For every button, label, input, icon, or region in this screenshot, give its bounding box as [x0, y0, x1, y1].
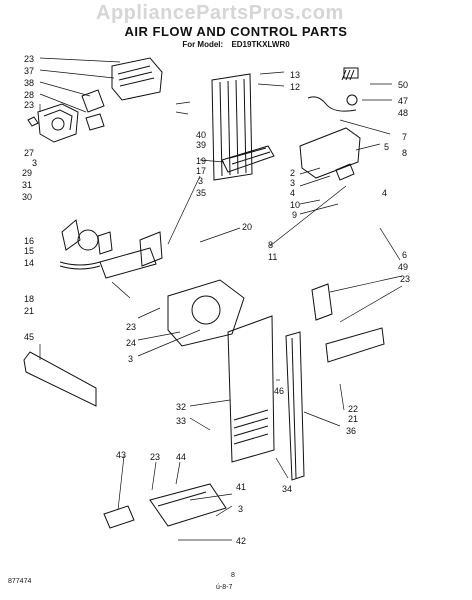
callout: 19 — [196, 156, 206, 166]
bottom-tray — [149, 483, 227, 527]
footer-catalog-number: 877474 — [8, 578, 32, 585]
callout: 34 — [282, 484, 292, 494]
angle-bracket — [325, 327, 385, 363]
model-label: For Model: — [182, 40, 224, 49]
callout: 42 — [236, 536, 246, 546]
fan-shroud — [167, 279, 245, 347]
fan-motor-assembly — [27, 103, 79, 143]
callout: 7 — [402, 132, 407, 142]
callout: 40 — [196, 130, 206, 140]
watermark: AppliancePartsPros.com — [96, 2, 344, 24]
louver — [221, 145, 275, 173]
callout: 23 — [150, 452, 160, 462]
callout: 18 — [24, 294, 34, 304]
callout: 46 — [274, 386, 284, 396]
callout: 23 — [24, 100, 34, 110]
callout: 47 — [398, 96, 408, 106]
callout: 29 — [22, 168, 32, 178]
callout: 28 — [24, 90, 34, 100]
callout: 3 — [32, 158, 37, 168]
evap-fan — [59, 219, 113, 270]
diagram-title: AIR FLOW AND CONTROL PARTS — [124, 24, 348, 39]
callout: 21 — [24, 306, 34, 316]
callout: 31 — [22, 180, 32, 190]
control-bracket — [299, 127, 361, 181]
callout: 32 — [176, 402, 186, 412]
callout: 10 — [290, 200, 300, 210]
callout: 45 — [24, 332, 34, 342]
callout: 36 — [346, 426, 356, 436]
callout: 2 — [290, 168, 295, 178]
leader-lines — [39, 57, 403, 541]
channel-strip — [285, 331, 305, 481]
callout: 22 — [348, 404, 358, 414]
vent-grille — [111, 57, 163, 101]
footer-signature: ú-8-7 — [216, 584, 233, 591]
callout: 13 — [290, 70, 300, 80]
callout: 39 — [196, 140, 206, 150]
callout: 5 — [384, 142, 389, 152]
callout: 3 — [198, 176, 203, 186]
model-number: ED19TKXLWR0 — [231, 40, 290, 49]
callout: 49 — [398, 262, 408, 272]
callout: 8 — [402, 148, 407, 158]
callout: 11 — [268, 252, 277, 262]
callout: 4 — [382, 188, 387, 198]
callout: 4 — [290, 188, 295, 198]
motor-bracket — [99, 247, 157, 279]
callout: 17 — [196, 166, 206, 176]
callout: 24 — [126, 338, 136, 348]
callout: 23 — [126, 322, 136, 332]
callout: 12 — [290, 82, 300, 92]
callout: 38 — [24, 78, 34, 88]
air-duct — [211, 73, 253, 181]
callout: 9 — [292, 210, 297, 220]
rear-panel — [227, 315, 275, 463]
callout: 48 — [398, 108, 408, 118]
callout: 8 — [268, 240, 273, 250]
callout: 6 — [402, 250, 407, 260]
callout: 15 — [24, 246, 34, 256]
callout: 16 — [24, 236, 34, 246]
callout: 50 — [398, 80, 408, 90]
callout: 33 — [176, 416, 186, 426]
callout: 44 — [176, 452, 186, 462]
callout: 23 — [400, 274, 410, 284]
callout: 30 — [22, 192, 32, 202]
callout: 3 — [238, 504, 243, 514]
callout: 23 — [24, 54, 34, 64]
model-line: For Model: ED19TKXLWR0 — [0, 40, 472, 49]
callout: 3 — [128, 354, 133, 364]
callout: 35 — [196, 188, 206, 198]
callout: 3 — [290, 178, 295, 188]
callout: 20 — [242, 222, 252, 232]
seal-strip — [23, 351, 97, 407]
sensor-tube — [307, 96, 357, 112]
callout: 27 — [24, 148, 34, 158]
tray-cover — [103, 505, 135, 529]
callout: 14 — [24, 258, 34, 268]
callout: 41 — [236, 482, 246, 492]
callout: 37 — [24, 66, 34, 76]
damper-frame — [81, 89, 105, 113]
footer-page-number: 8 — [231, 572, 235, 579]
callout: 21 — [348, 414, 358, 424]
callout: 43 — [116, 450, 126, 460]
clip — [311, 283, 333, 321]
